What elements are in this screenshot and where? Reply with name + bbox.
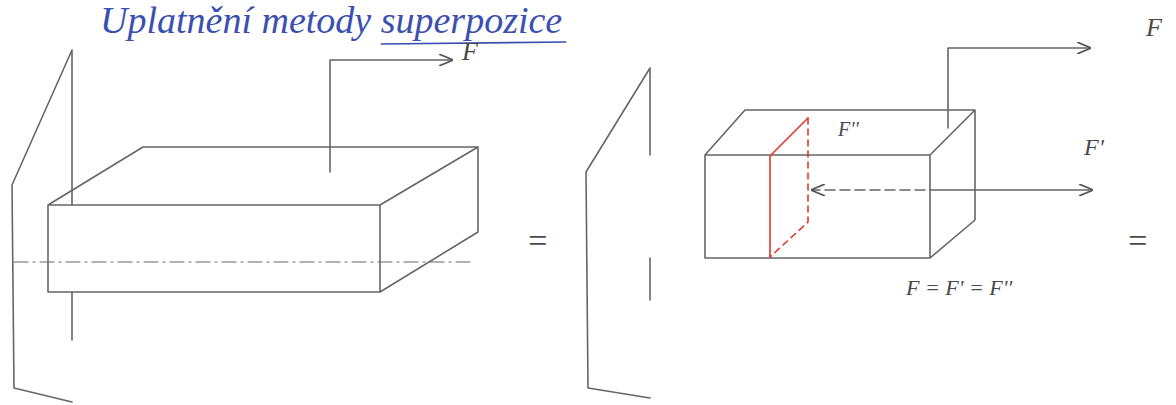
- axis-line: [14, 261, 470, 262]
- force-label: F: [462, 38, 478, 67]
- force-arrow: [812, 189, 925, 191]
- lever-arm: [330, 60, 452, 172]
- force-label: F': [1084, 134, 1104, 160]
- wall: [12, 50, 72, 402]
- force-label: F'': [838, 118, 859, 140]
- wall: [586, 68, 650, 398]
- section-plane: [770, 118, 808, 257]
- force-label: F: [1146, 14, 1162, 43]
- force-label: =: [1126, 222, 1149, 259]
- force-label: =: [526, 222, 549, 259]
- force-arrow: [930, 189, 1092, 191]
- force-label: F = F' = F'': [906, 276, 1012, 300]
- lever-arm: [948, 48, 1090, 128]
- prism-box: [48, 147, 478, 292]
- section-plane: [770, 118, 808, 257]
- title-text: Uplatnění metody superpozice: [100, 0, 562, 42]
- prism-box: [705, 110, 975, 258]
